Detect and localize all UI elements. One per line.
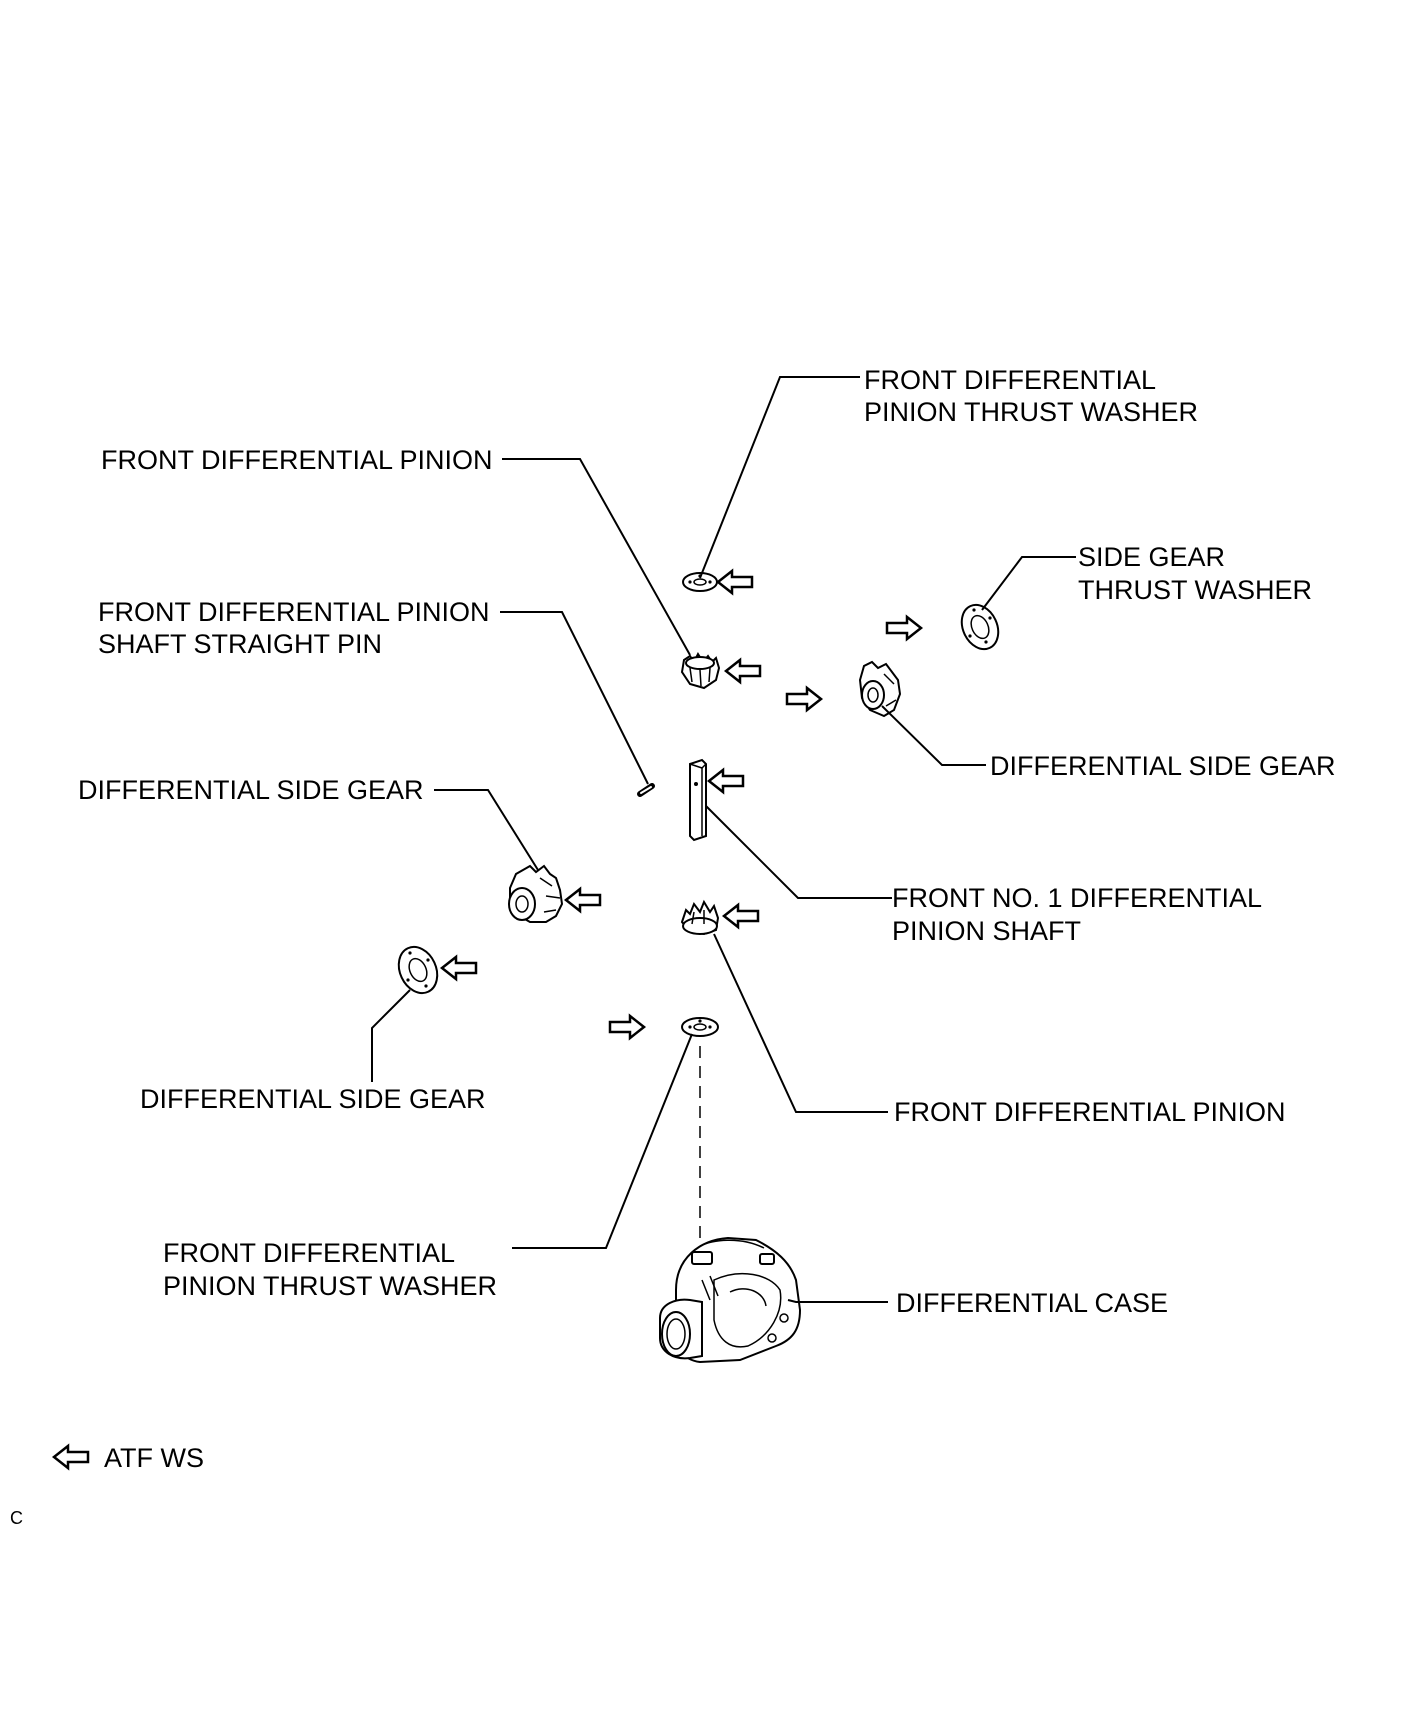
atf-ws-arrow-icon [785, 686, 823, 712]
leader-lines [371, 376, 1076, 1303]
front-differential-pinion-bottom [680, 899, 720, 936]
atf-ws-arrow-icon [707, 768, 745, 794]
label-front-no1-differential-pinion-shaft: PINION SHAFT [892, 916, 1081, 946]
label-front-no1-differential-pinion-shaft: FRONT NO. 1 DIFFERENTIAL [892, 883, 1262, 913]
label-side-gear-thrust-washer: THRUST WASHER [1078, 575, 1312, 605]
atf-ws-arrow-icon [716, 569, 754, 595]
atf-ws-arrow-icon [724, 658, 762, 684]
atf-ws-arrow-icon [722, 903, 760, 929]
label-side-gear-thrust-washer: SIDE GEAR [1078, 542, 1225, 572]
label-differential-side-gear-right: DIFFERENTIAL SIDE GEAR [990, 751, 1336, 781]
atf-ws-arrow-icon [885, 615, 923, 641]
atf-ws-arrow-icon [564, 887, 602, 913]
differential-side-gear-right [858, 660, 902, 718]
arrow-left-outline-icon [52, 1444, 90, 1470]
label-front-differential-pinion-top: FRONT DIFFERENTIAL PINION [101, 445, 493, 475]
side-gear-thrust-washer-left [397, 945, 439, 995]
shaft-straight-pin [637, 783, 655, 797]
label-pinion-thrust-washer-bottom: PINION THRUST WASHER [163, 1271, 497, 1301]
atf-ws-arrow-icon [608, 1014, 646, 1040]
side-gear-thrust-washer-right [960, 603, 1000, 651]
legend-label: ATF WS [104, 1443, 204, 1473]
pinion-thrust-washer-bottom [681, 1017, 719, 1037]
label-pinion-thrust-washer-top: FRONT DIFFERENTIAL [864, 365, 1156, 395]
label-front-differential-pinion-bottom: FRONT DIFFERENTIAL PINION [894, 1097, 1286, 1127]
label-differential-side-gear-left: DIFFERENTIAL SIDE GEAR [78, 775, 424, 805]
corner-mark: C [10, 1508, 23, 1528]
differential-case [659, 1236, 802, 1364]
label-differential-case: DIFFERENTIAL CASE [896, 1288, 1168, 1318]
label-differential-side-gear-washer: DIFFERENTIAL SIDE GEAR [140, 1084, 486, 1114]
front-differential-pinion-top [680, 651, 721, 690]
front-no1-differential-pinion-shaft [689, 758, 707, 842]
atf-ws-arrow-icon [440, 955, 478, 981]
label-shaft-straight-pin: FRONT DIFFERENTIAL PINION [98, 597, 490, 627]
differential-side-gear-left [508, 864, 564, 923]
label-pinion-thrust-washer-bottom: FRONT DIFFERENTIAL [163, 1238, 455, 1268]
label-shaft-straight-pin: SHAFT STRAIGHT PIN [98, 629, 382, 659]
legend: ATF WS [52, 1443, 204, 1473]
label-pinion-thrust-washer-top: PINION THRUST WASHER [864, 397, 1198, 427]
